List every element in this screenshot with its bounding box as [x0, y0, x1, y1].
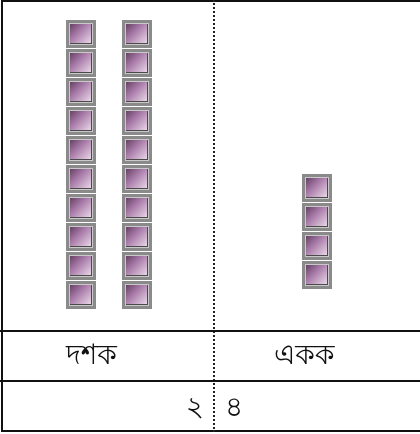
tens-rod-cube: [122, 78, 152, 106]
tens-rod-cube: [66, 20, 96, 48]
tens-rod-cube: [66, 49, 96, 77]
tens-rod-cube: [66, 136, 96, 164]
digit-row-top-border: [0, 380, 420, 382]
units-column-header: একক: [274, 338, 335, 371]
column-divider: [213, 0, 215, 432]
tens-column-header: দশক: [66, 338, 117, 371]
tens-rod-2: [122, 20, 152, 310]
tens-rod-cube: [122, 136, 152, 164]
tens-rod-cube: [122, 20, 152, 48]
tens-rod-cube: [66, 165, 96, 193]
unit-cube: [302, 261, 332, 289]
tens-rod-cube: [122, 107, 152, 135]
unit-cube: [302, 203, 332, 231]
tens-rod-cube: [122, 281, 152, 309]
tens-rod-cube: [66, 78, 96, 106]
tens-rod-cube: [66, 252, 96, 280]
unit-cubes: [302, 174, 332, 290]
tens-rod-cube: [122, 194, 152, 222]
tens-rod-cube: [122, 252, 152, 280]
header-row-top-border: [0, 330, 420, 332]
tens-rod-cube: [66, 194, 96, 222]
tens-rod-cube: [122, 223, 152, 251]
tens-digit: ২: [185, 390, 204, 423]
units-digit: ৪: [225, 390, 244, 423]
unit-cube: [302, 232, 332, 260]
tens-rod-cube: [122, 165, 152, 193]
tens-rod-1: [66, 20, 96, 310]
tens-rod-cube: [122, 49, 152, 77]
unit-cube: [302, 174, 332, 202]
tens-rod-cube: [66, 281, 96, 309]
tens-rod-cube: [66, 223, 96, 251]
tens-rod-cube: [66, 107, 96, 135]
